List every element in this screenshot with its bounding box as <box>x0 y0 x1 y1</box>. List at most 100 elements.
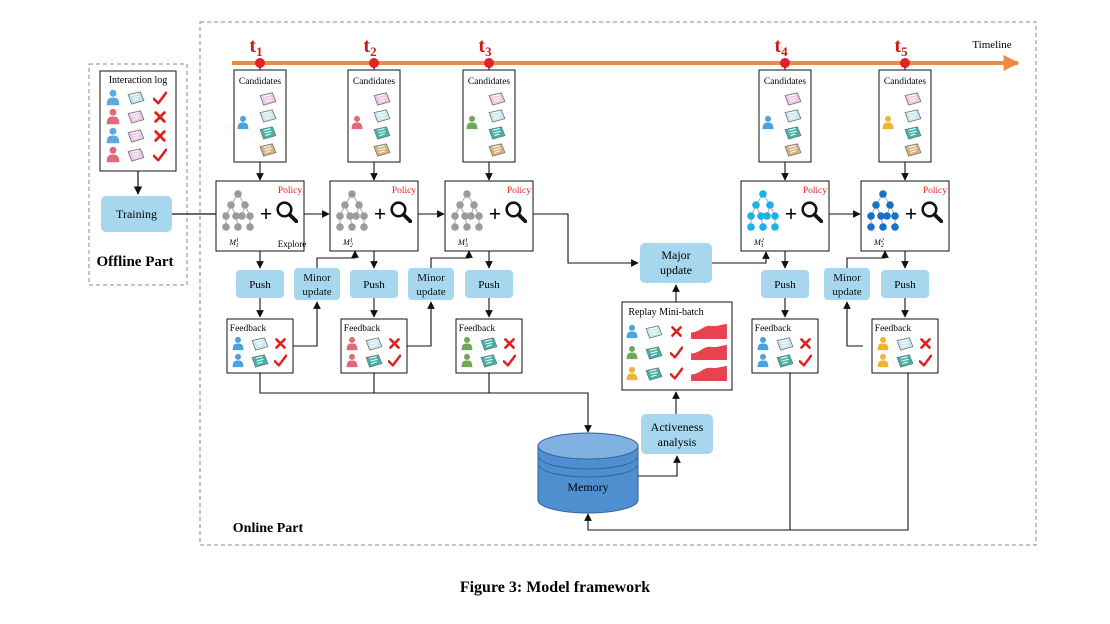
push-box <box>236 270 284 298</box>
timeline-tick-label: t2 <box>363 35 376 59</box>
tree-model-node <box>891 223 899 231</box>
feedback-label: Feedback <box>344 324 381 334</box>
policy-label: Policy <box>923 186 948 196</box>
push-label: Push <box>894 279 916 291</box>
tree-model-node <box>463 190 471 198</box>
tree-model-node <box>241 201 249 209</box>
tree-model-node <box>348 223 356 231</box>
tree-model-node <box>883 212 891 220</box>
timeline-tick-label: t1 <box>249 35 262 59</box>
tree-model-node <box>461 212 469 220</box>
minor-update-label-1: Minor <box>417 272 445 284</box>
tree-model-node <box>747 223 755 231</box>
push-box <box>881 270 929 298</box>
candidates-label: Candidates <box>353 77 396 87</box>
candidates-label: Candidates <box>239 77 282 87</box>
minor-update-label-1: Minor <box>303 272 331 284</box>
tree-model-node <box>766 201 774 209</box>
tree-model-node <box>757 212 765 220</box>
tree-model-node <box>763 212 771 220</box>
tree-model-node <box>341 201 349 209</box>
tree-model-node <box>475 223 483 231</box>
push-box <box>350 270 398 298</box>
minor-update-label-1: Minor <box>833 272 861 284</box>
explore-label: Explore <box>278 239 307 249</box>
replay-mini-batch-label: Replay Mini-batch <box>628 307 703 318</box>
figure-caption: Figure 3: Model framework <box>460 579 650 596</box>
tree-model-node <box>872 201 880 209</box>
tree-model-node <box>451 212 459 220</box>
tree-model-node <box>360 212 368 220</box>
minor-update-box <box>294 268 340 300</box>
push-label: Push <box>249 279 271 291</box>
push-box <box>761 270 809 298</box>
plus-sign: + <box>489 201 502 226</box>
tree-model-node <box>234 223 242 231</box>
minor-update-label-2: update <box>416 286 445 298</box>
policy-label: Policy <box>392 186 417 196</box>
interaction-log-title: Interaction log <box>109 75 168 86</box>
tree-model-node <box>891 212 899 220</box>
minor-update-box <box>824 268 870 300</box>
tree-model-node <box>456 201 464 209</box>
timeline-tick-dot <box>369 58 379 68</box>
plus-sign: + <box>374 201 387 226</box>
tree-model-node <box>467 212 475 220</box>
memory-database <box>537 432 639 514</box>
tree-model-node <box>475 212 483 220</box>
tree-model-node <box>336 212 344 220</box>
feedback-label: Feedback <box>875 324 912 334</box>
plus-sign: + <box>260 201 273 226</box>
feedback-label: Feedback <box>755 324 792 334</box>
timeline-tick-label: t5 <box>894 35 908 59</box>
tree-model-node <box>886 201 894 209</box>
minor-update: Minor update <box>407 250 473 347</box>
policy-label: Policy <box>803 186 828 196</box>
activeness-analysis-label-1: Activeness <box>651 420 704 434</box>
tree-model-node <box>451 223 459 231</box>
offline-part-title: Offline Part <box>96 254 173 270</box>
timeline-tick-dot <box>255 58 265 68</box>
minor-update-box <box>408 268 454 300</box>
policy-label: Policy <box>278 186 303 196</box>
candidates-label: Candidates <box>764 77 807 87</box>
tree-model-node <box>747 212 755 220</box>
timeline-label: Timeline <box>972 39 1011 51</box>
online-part-title: Online Part <box>233 521 304 536</box>
push-box <box>465 270 513 298</box>
tree-model-node <box>348 190 356 198</box>
tree-model-node <box>246 212 254 220</box>
tree-model-node <box>232 212 240 220</box>
push-label: Push <box>478 279 500 291</box>
tree-model-node <box>227 201 235 209</box>
tree-model-node <box>355 201 363 209</box>
tree-model-node <box>336 223 344 231</box>
tree-model-node <box>222 223 230 231</box>
tree-model-node <box>771 223 779 231</box>
timeline-tick-dot <box>484 58 494 68</box>
plus-sign: + <box>905 201 918 226</box>
tree-model-node <box>360 223 368 231</box>
tree-model-node <box>867 212 875 220</box>
major-update-label-2: update <box>660 263 692 277</box>
tree-model-node <box>759 223 767 231</box>
training-box <box>101 196 172 232</box>
tree-model-node <box>346 212 354 220</box>
tree-model-node <box>352 212 360 220</box>
timeline-tick-dot <box>900 58 910 68</box>
plus-sign: + <box>785 201 798 226</box>
feedback-label: Feedback <box>459 324 496 334</box>
feedback-label: Feedback <box>230 324 267 334</box>
